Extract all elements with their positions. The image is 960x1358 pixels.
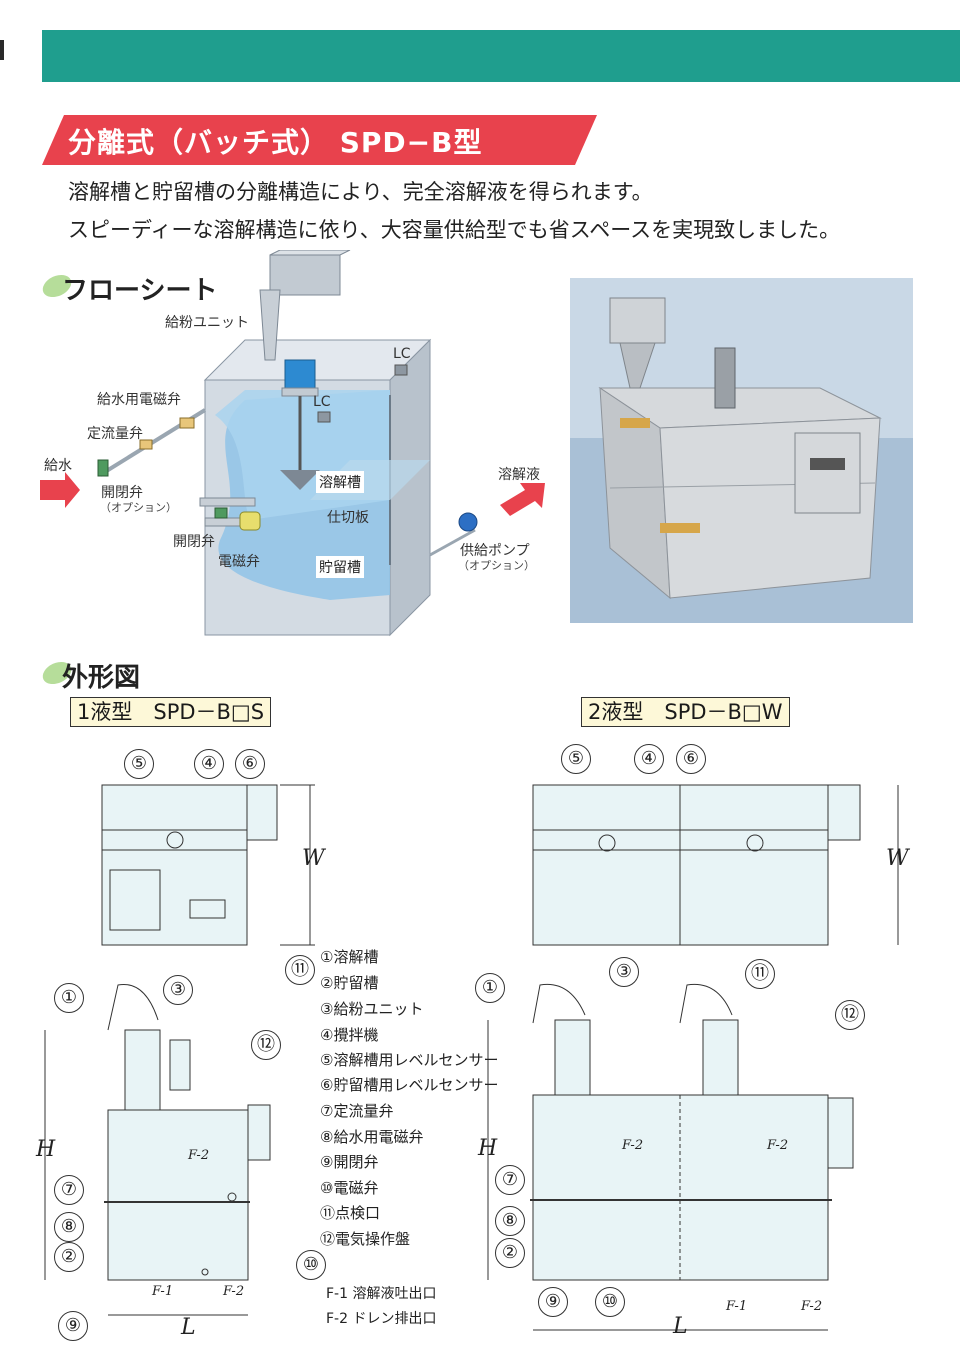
- outlet-f1-note: F-1 溶解液吐出口: [326, 1286, 437, 1302]
- callout-11-double: ⑪: [745, 959, 775, 989]
- label-lc-mid: LC: [313, 394, 331, 410]
- legend-item: ⑩電磁弁: [320, 1179, 379, 1197]
- dim-w-double: W: [886, 846, 909, 871]
- legend-item: ④攪拌機: [320, 1026, 379, 1044]
- dim-l-single: L: [181, 1315, 196, 1340]
- callout-7-double: ⑦: [495, 1165, 525, 1195]
- flabel-f2-double-b: F-2: [767, 1138, 789, 1153]
- legend-item: ①溶解槽: [320, 948, 379, 966]
- label-shutoff-valve: 開閉弁: [173, 534, 215, 550]
- label-dissolve-tank: 溶解槽: [316, 471, 364, 493]
- legend-item: ⑤溶解槽用レベルセンサー: [320, 1051, 499, 1069]
- label-storage-tank: 貯留槽: [316, 556, 364, 578]
- callout-3-single: ③: [163, 975, 193, 1005]
- title-banner: 分離式（バッチ式） SPD−B型: [42, 115, 597, 165]
- callout-10-double: ⑩: [595, 1287, 625, 1317]
- header-band: [42, 30, 960, 82]
- flabel-f2-single: F-2: [223, 1284, 245, 1299]
- intro-line-1: 溶解槽と貯留槽の分離構造により、完全溶解液を得られます。: [68, 180, 653, 204]
- legend-item: ⑪点検口: [320, 1204, 381, 1222]
- label-option-1: （オプション）: [100, 501, 177, 514]
- callout-1-single: ①: [54, 983, 84, 1013]
- label-powder-unit: 給粉ユニット: [165, 315, 249, 331]
- outline-drawings: [44, 784, 899, 1331]
- flabel-f2-double-a: F-2: [622, 1138, 644, 1153]
- legend-item: ③給粉ユニット: [320, 1000, 424, 1018]
- label-water-solenoid: 給水用電磁弁: [97, 392, 181, 408]
- callout-8-single: ⑧: [54, 1212, 84, 1242]
- callout-3-double: ③: [609, 957, 639, 987]
- callout-10-single: ⑩: [296, 1250, 326, 1280]
- dim-w-single: W: [302, 846, 325, 871]
- legend-item: ⑨開閉弁: [320, 1153, 379, 1171]
- label-feed-pump: 供給ポンプ: [460, 543, 530, 559]
- dim-h-single: H: [36, 1137, 56, 1162]
- callout-2-double: ②: [495, 1238, 525, 1268]
- legend-item: ⑦定流量弁: [320, 1102, 394, 1120]
- callout-6-double: ⑥: [676, 744, 706, 774]
- label-partition: 仕切板: [327, 510, 369, 526]
- dim-l-double: L: [673, 1314, 688, 1339]
- callout-7-single: ⑦: [54, 1175, 84, 1205]
- label-water-in: 給水: [44, 458, 72, 474]
- flabel-f2-single-top: F-2: [188, 1148, 210, 1163]
- label-flow-valve: 定流量弁: [87, 426, 143, 442]
- flowsheet-diagram: [40, 250, 545, 637]
- label-shutoff-valve-opt: 開閉弁: [101, 485, 143, 501]
- flowsheet-heading: フローシート: [39, 270, 217, 307]
- legend-item: ⑫電気操作盤: [320, 1230, 411, 1248]
- callout-9-single: ⑨: [58, 1311, 88, 1341]
- label-solenoid-valve: 電磁弁: [218, 554, 260, 570]
- label-lc-top: LC: [393, 346, 411, 362]
- callout-12-single: ⑫: [251, 1030, 281, 1060]
- callout-6-single: ⑥: [235, 749, 265, 779]
- legend-item: ⑧給水用電磁弁: [320, 1128, 424, 1146]
- dim-h-double: H: [478, 1136, 498, 1161]
- model-box-single: 1液型 SPD－B□S: [70, 697, 272, 727]
- callout-9-double: ⑨: [538, 1287, 568, 1317]
- label-option-2: （オプション）: [458, 559, 535, 572]
- callout-1-double: ①: [475, 973, 505, 1003]
- outlet-f2-note: F-2 ドレン排出口: [326, 1311, 437, 1327]
- callout-2-single: ②: [54, 1242, 84, 1272]
- callout-12-double: ⑫: [835, 1000, 865, 1030]
- product-photo: [570, 278, 913, 623]
- callout-8-double: ⑧: [495, 1206, 525, 1236]
- page-title: 分離式（バッチ式） SPD−B型: [68, 126, 483, 159]
- callout-11-single: ⑪: [285, 955, 315, 985]
- callout-4-single: ④: [194, 749, 224, 779]
- legend-item: ⑥貯留槽用レベルセンサー: [320, 1076, 499, 1094]
- callout-5-single: ⑤: [124, 749, 154, 779]
- flabel-f2-double: F-2: [801, 1299, 823, 1314]
- label-solution: 溶解液: [498, 467, 540, 483]
- callout-4-double: ④: [634, 744, 664, 774]
- legend-item: ②貯留槽: [320, 974, 379, 992]
- page-edge-mark: [0, 40, 4, 60]
- model-box-double: 2液型 SPD－B□W: [581, 697, 790, 727]
- flabel-f1-single: F-1: [152, 1284, 174, 1299]
- flabel-f1-double: F-1: [726, 1299, 748, 1314]
- intro-line-2: スピーディーな溶解構造に依り、大容量供給型でも省スペースを実現致しました。: [68, 218, 841, 242]
- callout-5-double: ⑤: [561, 744, 591, 774]
- outline-heading: 外形図: [39, 657, 140, 694]
